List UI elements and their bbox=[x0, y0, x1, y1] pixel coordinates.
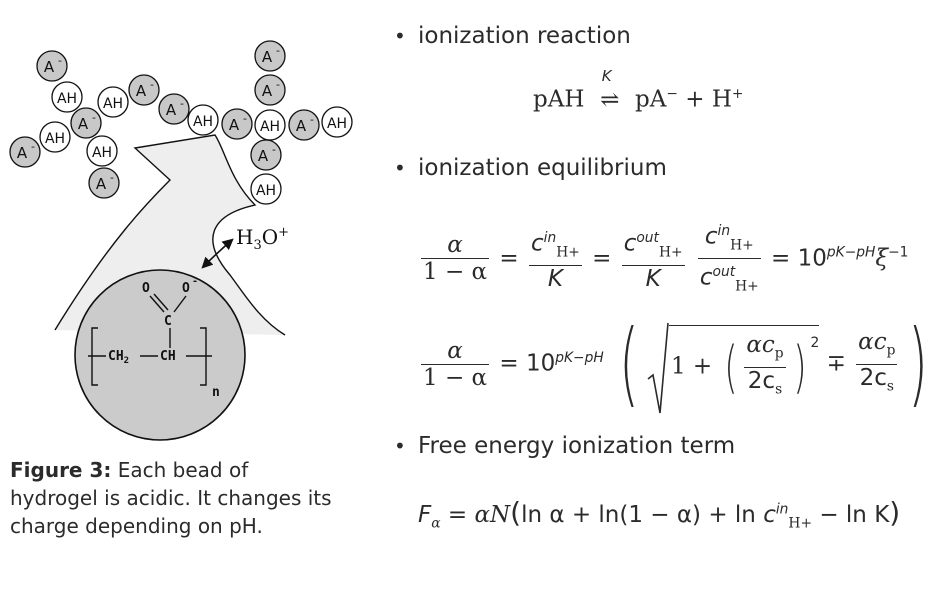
bead-neutral: AH bbox=[321, 106, 353, 138]
bullet-dot: • bbox=[394, 434, 406, 458]
bead-acid: A- bbox=[221, 108, 253, 140]
bead-acid: A- bbox=[254, 40, 286, 72]
bullet-dot: • bbox=[394, 24, 406, 48]
hydronium-label: H3O+ bbox=[236, 225, 289, 253]
bead-charge: - bbox=[272, 143, 276, 156]
bead-charge: - bbox=[310, 113, 314, 126]
bead-acid: A- bbox=[128, 74, 160, 106]
hydronium-arrow bbox=[201, 238, 234, 269]
svg-text:-: - bbox=[192, 276, 198, 287]
bead-label: AH bbox=[256, 183, 276, 199]
bead-label: A bbox=[229, 116, 240, 134]
bead-label: A bbox=[262, 82, 273, 100]
monomer-sphere bbox=[74, 269, 246, 441]
oxygen-anion: O bbox=[182, 281, 190, 296]
bead-acid: A- bbox=[254, 74, 286, 106]
bead-neutral: AH bbox=[51, 81, 83, 113]
bead-neutral: AH bbox=[187, 104, 219, 136]
bead-neutral: AH bbox=[86, 135, 118, 167]
bead-label: A bbox=[296, 117, 307, 135]
bead-acid: A- bbox=[288, 109, 320, 141]
bead-charge: - bbox=[243, 112, 247, 125]
oxygen-double: O bbox=[142, 281, 150, 296]
bead-label: A bbox=[96, 175, 107, 193]
bullet-free-energy: •Free energy ionization term bbox=[394, 433, 736, 459]
bead-label: AH bbox=[92, 145, 112, 161]
bead-acid: A- bbox=[70, 107, 102, 139]
bead-label: AH bbox=[45, 131, 65, 147]
ch2-label: CH2 bbox=[108, 349, 129, 366]
bead-charge: - bbox=[276, 78, 280, 91]
bullet-dot: • bbox=[394, 156, 406, 180]
bead-charge: - bbox=[110, 171, 114, 184]
bead-neutral: AH bbox=[250, 173, 282, 205]
bead-acid: A- bbox=[36, 50, 68, 82]
bead-acid: A- bbox=[158, 93, 190, 125]
bead-label: A bbox=[136, 82, 147, 100]
bead-label: AH bbox=[193, 114, 213, 130]
sqrt-sign bbox=[647, 323, 669, 414]
bead-label: A bbox=[166, 101, 177, 119]
bead-charge: - bbox=[58, 54, 62, 67]
bead-acid: A- bbox=[9, 136, 41, 168]
bullet-ionization-equilibrium: •ionization equilibrium bbox=[394, 155, 667, 181]
bead-neutral: AH bbox=[254, 109, 286, 141]
bead-label: AH bbox=[327, 116, 347, 132]
ch-label: CH bbox=[160, 349, 176, 364]
bead-label: AH bbox=[57, 91, 77, 107]
caption-label: Figure 3: bbox=[10, 458, 112, 482]
bead-label: AH bbox=[103, 96, 123, 112]
equation-free-energy: Fα = αN(ln α + ln(1 − α) + ln cinH+ − ln… bbox=[418, 496, 901, 532]
bead-label: AH bbox=[260, 119, 280, 135]
bead-label: A bbox=[44, 58, 55, 76]
bead-label: A bbox=[17, 144, 28, 162]
bead-charge: - bbox=[92, 111, 96, 124]
bead-charge: - bbox=[150, 78, 154, 91]
bead-neutral: AH bbox=[97, 86, 129, 118]
bead-charge: - bbox=[180, 97, 184, 110]
bead-label: A bbox=[78, 115, 89, 133]
bead-neutral: AH bbox=[39, 121, 71, 153]
bullet-ionization-reaction: •ionization reaction bbox=[394, 23, 631, 49]
bead-charge: - bbox=[276, 44, 280, 57]
monomer-structure: O O - C CH2 CH n bbox=[88, 276, 220, 400]
bead-label: A bbox=[258, 147, 269, 165]
caption-text: Each bead of hydrogel is acidic. It chan… bbox=[10, 458, 332, 538]
carbon-label: C bbox=[164, 314, 172, 329]
bead-charge: - bbox=[31, 140, 35, 153]
figure-caption: Figure 3: Each bead of hydrogel is acidi… bbox=[10, 456, 340, 540]
bead-acid: A- bbox=[88, 167, 120, 199]
equation-reaction: pAH K⇌ pA− + H+ bbox=[533, 66, 744, 113]
repeat-n: n bbox=[212, 385, 220, 400]
bead-acid: A- bbox=[250, 139, 282, 171]
bead-label: A bbox=[262, 48, 273, 66]
